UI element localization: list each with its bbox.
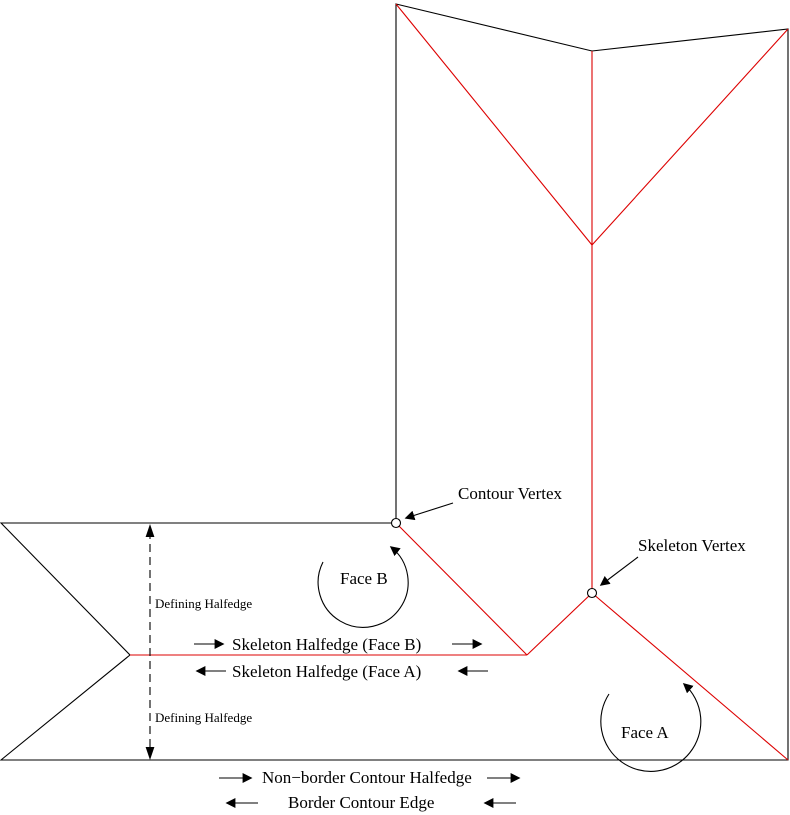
face-a-label: Face A — [621, 723, 669, 742]
skeleton-halfedge-face-b-label: Skeleton Halfedge (Face B) — [232, 635, 421, 654]
skeleton-vertex-pointer-arrow-icon — [599, 556, 639, 586]
polygon-contour-edges — [0, 3, 789, 761]
face-b-label: Face B — [340, 569, 388, 588]
contour-vertex-label: Contour Vertex — [458, 484, 563, 503]
arrow-up-icon — [145, 524, 155, 537]
skeleton-edge — [395, 3, 593, 246]
skeleton-edge — [591, 592, 789, 761]
skeleton-halfedge-face-a-label: Skeleton Halfedge (Face A) — [232, 662, 421, 681]
arrow-down-icon — [145, 747, 155, 760]
defining-halfedge-top-label: Defining Halfedge — [155, 596, 252, 611]
skeleton-vertex-label: Skeleton Vertex — [638, 536, 746, 555]
skeleton-edge — [395, 522, 528, 656]
skeleton-edge — [526, 592, 593, 656]
contour-vertex-pointer-arrow-icon — [404, 502, 454, 521]
skeleton-edge — [591, 28, 789, 246]
non-border-contour-halfedge-label: Non−border Contour Halfedge — [262, 768, 472, 787]
skeleton-edges — [130, 3, 789, 761]
contour-vertex-marker — [390, 517, 402, 529]
skeleton-vertex-marker — [586, 587, 598, 599]
face-a-orientation-arrow-icon — [600, 683, 702, 772]
defining-halfedge-bottom-label: Defining Halfedge — [155, 710, 252, 725]
face-b-orientation-arrow-icon — [317, 546, 409, 628]
border-contour-edge-label: Border Contour Edge — [288, 793, 434, 812]
